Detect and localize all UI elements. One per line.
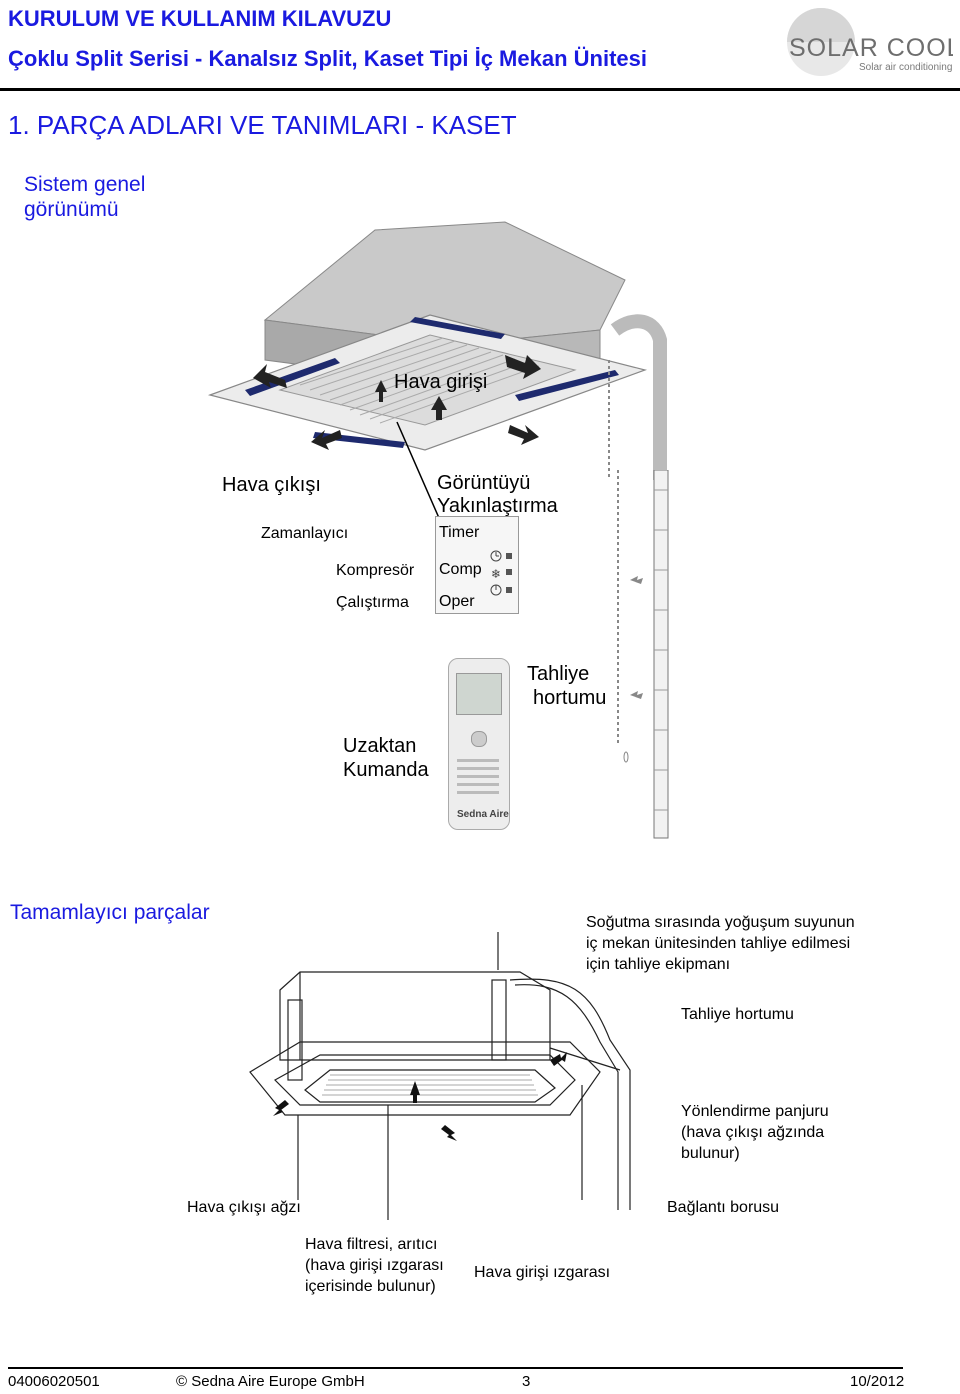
document-title: KURULUM VE KULLANIM KILAVUZU — [8, 6, 392, 31]
label-comp-tr: Kompresör — [336, 562, 415, 579]
label-louver: Yönlendirme panjuru (hava çıkışı ağzında… — [681, 1103, 829, 1162]
label-timer-tr: Zamanlayıcı — [261, 525, 349, 542]
label-filter: Hava filtresi, arıtıcı (hava girişi ızga… — [305, 1236, 444, 1295]
label-connection-pipe: Bağlantı borusu — [667, 1199, 780, 1216]
remote-power-button — [471, 731, 487, 747]
label-outlet-mouth: Hava çıkışı ağzı — [187, 1199, 301, 1216]
label-remote: Uzaktan Kumanda — [343, 735, 429, 781]
label-oper-tr: Çalıştırma — [336, 594, 409, 611]
remote-buttons — [457, 754, 499, 794]
remote-brand: Sedna Aire — [457, 809, 509, 820]
remote-display — [456, 673, 502, 715]
indicator-icons: ❄ — [490, 550, 512, 596]
document-subtitle: Çoklu Split Serisi - Kanalsız Split, Kas… — [8, 46, 647, 71]
cassette-line-drawing — [249, 932, 631, 1220]
footer-page-number: 3 — [522, 1373, 531, 1390]
label-air-outlet: Hava çıkışı — [222, 474, 321, 496]
footer-copyright: © Sedna Aire Europe GmbH — [176, 1373, 365, 1390]
footer-doc-number: 04006020501 — [8, 1373, 100, 1390]
footer-date: 10/2012 — [850, 1373, 905, 1390]
accessories-heading: Tamamlayıcı parçalar — [10, 901, 210, 924]
solar-cool-logo: SOLAR COOL Solar air conditioning — [787, 8, 953, 76]
indicator-timer-label: Timer — [439, 524, 480, 541]
overview-heading: Sistem genel görünümü — [24, 173, 146, 221]
header-divider — [0, 88, 960, 91]
svg-text:Solar air conditioning: Solar air conditioning — [859, 62, 952, 73]
remote-control: Sedna Aire — [448, 658, 510, 830]
zoom-pointer-line — [396, 421, 440, 519]
drain-pipe-illustration — [617, 470, 669, 839]
indicator-comp-label: Comp — [439, 561, 482, 578]
svg-text:SOLAR COOL: SOLAR COOL — [789, 34, 953, 62]
label-air-inlet: Hava girişi — [394, 371, 488, 393]
svg-text:❄: ❄ — [491, 567, 501, 581]
indicator-oper-label: Oper — [439, 593, 475, 610]
label-drain-hose-top: Tahliye hortumu — [527, 663, 607, 709]
label-drain-equipment: Soğutma sırasında yoğuşum suyunun iç mek… — [586, 914, 855, 973]
section-title: 1. PARÇA ADLARI VE TANIMLARI - KASET — [8, 110, 517, 140]
cassette-unit-illustration — [207, 221, 667, 480]
label-zoom: Görüntüyü Yakınlaştırma — [437, 472, 558, 517]
indicator-panel — [435, 516, 519, 614]
label-inlet-grille: Hava girişi ızgarası — [474, 1264, 611, 1281]
footer-divider — [8, 1367, 903, 1369]
label-drain-hose: Tahliye hortumu — [681, 1006, 794, 1023]
